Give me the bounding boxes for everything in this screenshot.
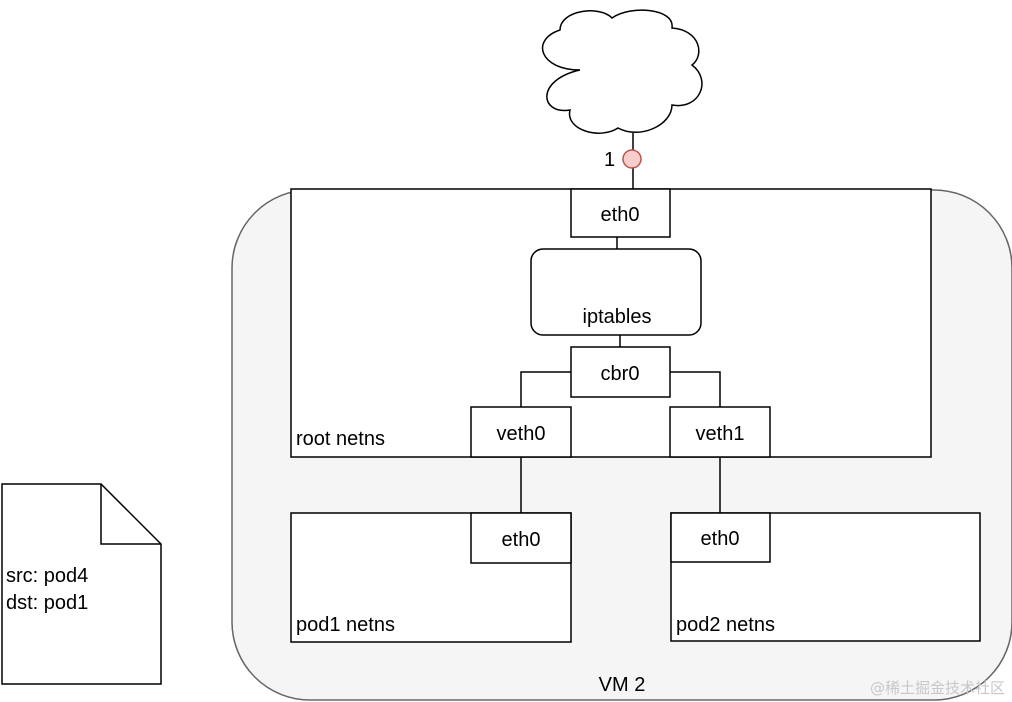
cbr0-veth0-line <box>520 371 571 407</box>
pod2-netns-label: pod2 netns <box>676 614 775 636</box>
connection-marker-label: 1 <box>604 149 615 171</box>
cbr0-veth1-line <box>670 371 721 407</box>
veth1-box <box>669 406 771 458</box>
vm-label: VM 2 <box>599 674 646 696</box>
pod1-eth0-label: eth0 <box>502 529 541 551</box>
internet-cloud-icon <box>541 9 703 134</box>
iptables-box <box>530 248 702 336</box>
packet-document-icon <box>1 483 162 685</box>
cbr0-label: cbr0 <box>601 363 640 385</box>
iptables-label: iptables <box>583 306 652 328</box>
veth1-label: veth1 <box>696 423 745 445</box>
veth0-box <box>470 406 572 458</box>
packet-fold-icon <box>100 484 161 545</box>
packet-src: src: pod4 <box>6 565 88 587</box>
pod1-netns-label: pod1 netns <box>296 614 395 636</box>
pod2-eth0-label: eth0 <box>701 528 740 550</box>
root-eth0-label: eth0 <box>601 204 640 226</box>
cbr0-box <box>570 346 671 398</box>
pod2-eth0-box <box>670 512 771 563</box>
packet-dst: dst: pod1 <box>6 592 88 614</box>
veth0-label: veth0 <box>497 423 546 445</box>
watermark: @稀土掘金技术社区 <box>870 679 1005 697</box>
root-eth0-box <box>570 188 671 238</box>
connection-marker <box>622 149 642 169</box>
pod1-eth0-box <box>470 512 572 564</box>
root-netns-label: root netns <box>296 428 385 450</box>
